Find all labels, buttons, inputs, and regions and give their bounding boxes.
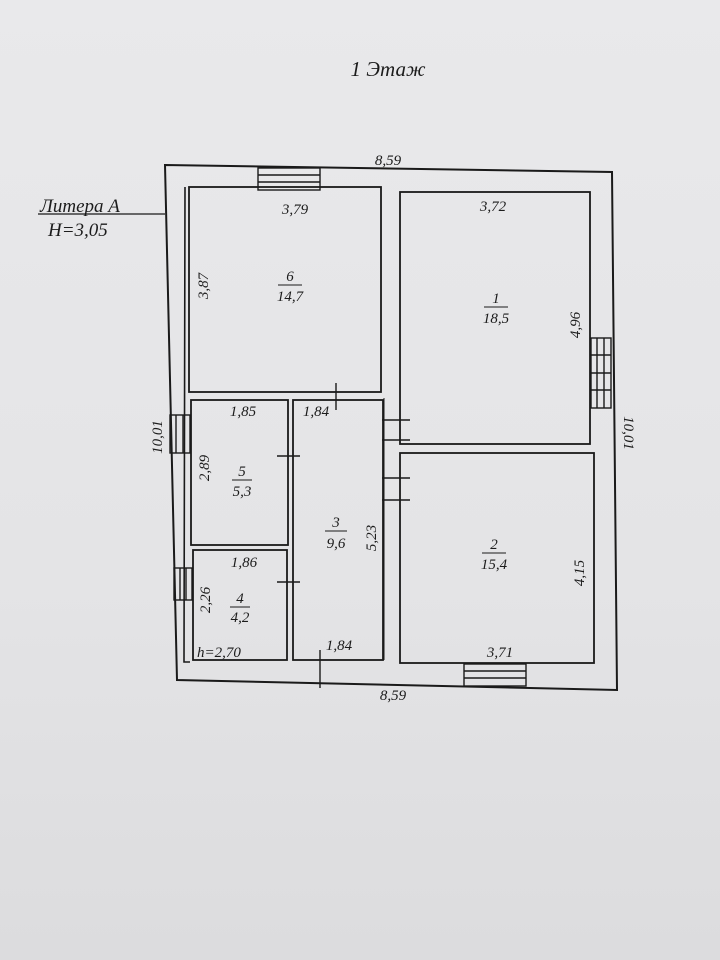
window-top	[257, 167, 321, 191]
room-5-number: 5	[238, 464, 246, 480]
room-3-area: 9,6	[327, 536, 346, 552]
outer-wall	[163, 163, 619, 692]
dim-room3-width-top: 1,84	[303, 404, 330, 420]
dim-room4-depth: 2,26	[198, 586, 214, 613]
room-height-note: h=2,70	[197, 645, 241, 661]
dim-room2-width: 3,71	[486, 645, 513, 661]
dim-room6-depth: 3,87	[196, 271, 212, 300]
window-left-upper	[169, 414, 191, 454]
window-left-lower	[173, 567, 193, 601]
dim-room4-width: 1,86	[231, 555, 258, 571]
room-2-area: 15,4	[481, 557, 508, 573]
litera-label: Литера А H=3,05	[38, 196, 165, 241]
room-1-area: 18,5	[483, 311, 510, 327]
room-1-number: 1	[492, 291, 500, 307]
dim-room5-width: 1,85	[230, 404, 257, 420]
room-4-outline	[192, 549, 288, 661]
dim-room3-depth: 5,23	[364, 525, 380, 551]
room-6-area: 14,7	[277, 289, 305, 305]
room-5-outline	[190, 399, 289, 546]
room-4-area: 4,2	[231, 610, 250, 626]
floor-title: 1 Этаж	[351, 57, 426, 81]
dim-room2-depth: 4,15	[572, 559, 588, 586]
dim-bottom-total: 8,59	[380, 688, 407, 704]
dim-room5-depth: 2,89	[197, 454, 213, 481]
dim-room1-depth: 4,96	[568, 311, 584, 338]
inner-wall-outline	[183, 186, 190, 663]
door-marks	[277, 383, 410, 688]
dim-room6-width: 3,79	[281, 202, 309, 218]
room-3-outline	[292, 399, 384, 661]
litera-name: Литера А	[39, 196, 120, 217]
dim-room3-width-bottom: 1,84	[326, 638, 353, 654]
window-bottom	[463, 663, 527, 687]
room-2-number: 2	[490, 537, 498, 553]
room-1-outline	[399, 191, 591, 445]
litera-height: H=3,05	[47, 220, 108, 241]
room-5-area: 5,3	[233, 484, 252, 500]
room-2-outline	[399, 452, 595, 664]
room-3-number: 3	[331, 515, 340, 531]
room-4-number: 4	[236, 591, 244, 607]
dim-right-total: 10,01	[620, 416, 636, 450]
window-right	[590, 337, 612, 409]
dim-left-total: 10,01	[150, 420, 166, 454]
room-6-number: 6	[286, 269, 294, 285]
room-6-outline	[188, 186, 382, 393]
dim-top-total: 8,59	[375, 153, 402, 169]
dim-room1-width: 3,72	[479, 199, 507, 215]
